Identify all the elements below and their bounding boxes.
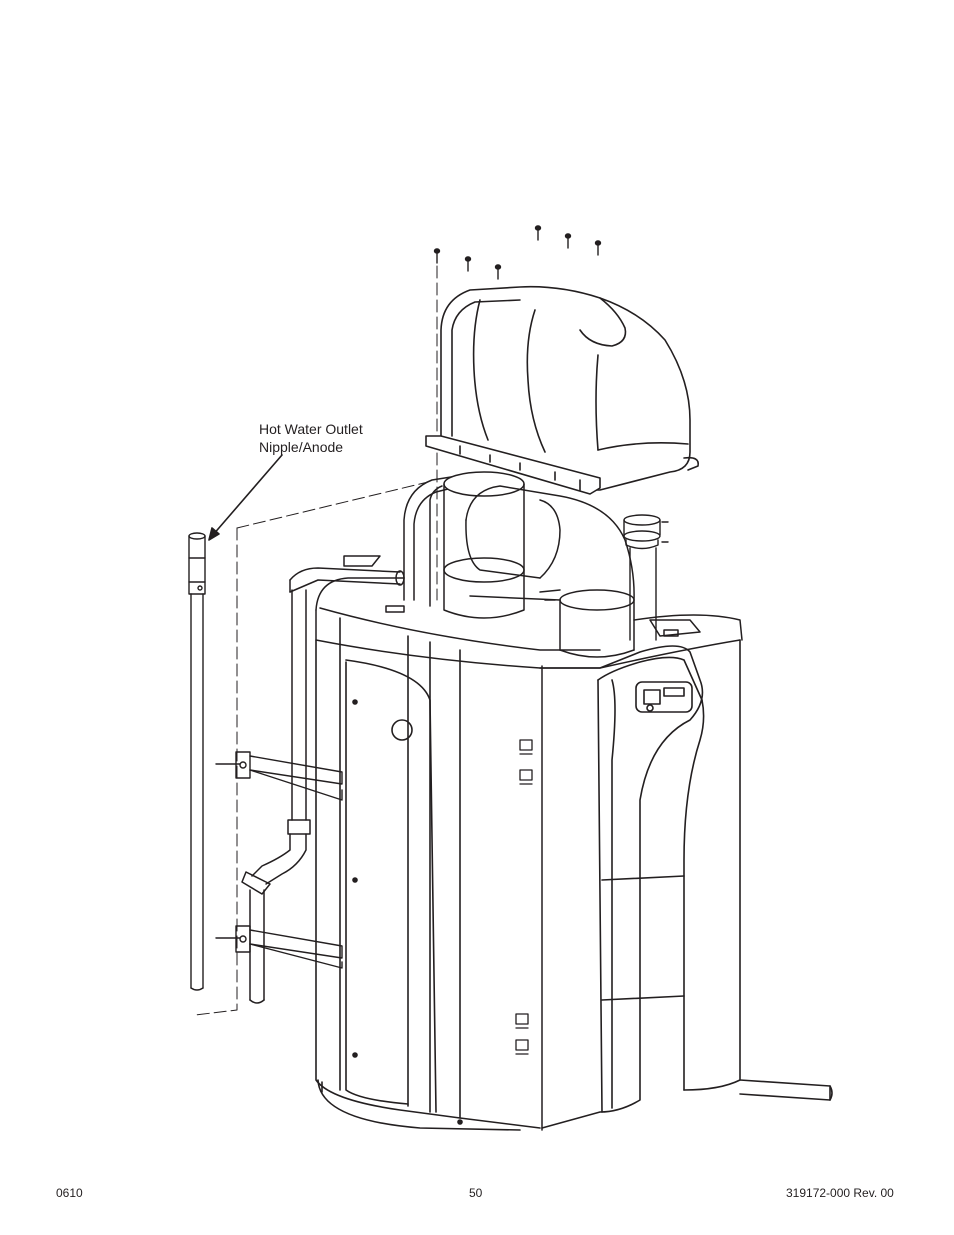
footer-document-id: 319172-000 Rev. 00: [786, 1186, 894, 1200]
callout-line-1: Hot Water Outlet: [259, 420, 363, 438]
heater-top: [316, 578, 742, 1130]
screws: [435, 226, 601, 279]
vent-elbow: [404, 472, 634, 657]
mounting-brackets: [216, 752, 342, 968]
callout-line-2: Nipple/Anode: [259, 438, 363, 456]
vent-cover: [426, 287, 698, 494]
control-panel-housing: [540, 640, 832, 1128]
screw: [596, 241, 601, 255]
screw: [496, 265, 501, 279]
callout-leader-arrow: [209, 455, 282, 540]
intake-pipe: [624, 515, 668, 640]
hinges: [516, 740, 532, 1054]
footer-date-code: 0610: [56, 1186, 83, 1200]
screw: [536, 226, 541, 240]
footer-page-number: 50: [469, 1186, 482, 1200]
anode-callout-label: Hot Water Outlet Nipple/Anode: [259, 420, 363, 456]
heater-cabinet: [316, 618, 540, 1130]
screw: [566, 234, 571, 248]
anode-rod: [189, 533, 205, 990]
screw: [435, 249, 440, 263]
screw: [466, 257, 471, 271]
